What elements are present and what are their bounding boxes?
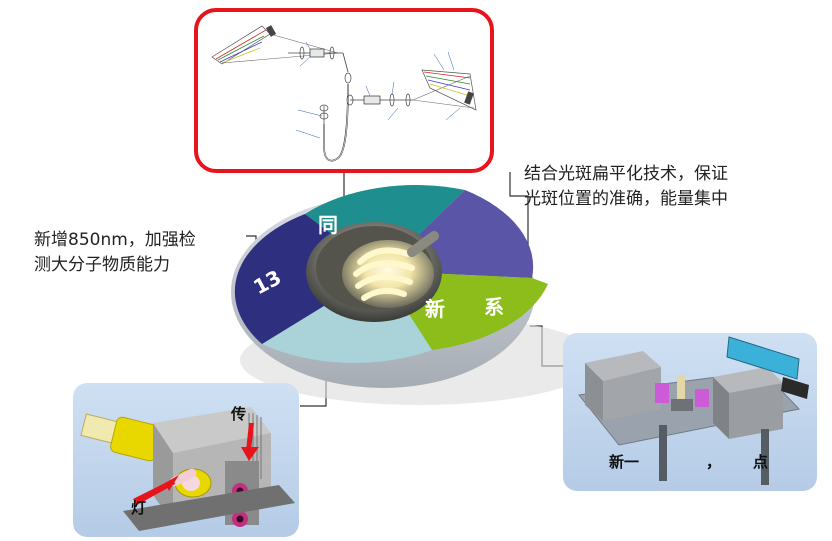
upper-relay-optics [288,46,352,84]
callout-left-line2: 测大分子物质能力 [34,255,170,275]
source-lens [319,104,329,124]
module-panel-label-left: 新一 [609,453,640,471]
diagram-annotations [295,41,461,139]
lower-grating-fan [412,69,477,111]
optical-path-diagram-frame [194,8,494,173]
optical-module-panel: 新一 ， 点 [563,333,817,491]
callout-left-line1: 新增850nm，加强检 [34,230,196,250]
lamp-panel-label-top: 传 [231,405,247,423]
lamp-module-illustration [80,407,295,531]
callout-left: 新增850nm，加强检 测大分子物质能力 [34,228,196,278]
module-panel-label-mid: ， [706,453,722,471]
callout-top-right-line2: 光斑位置的准确，能量集中 [524,189,728,209]
segment-label-tong: 同 [318,213,338,237]
lamp-panel-label-bottom: 灯 [131,499,147,517]
red-arrow-icons [133,423,259,505]
segment-label-xin: 新 [425,297,445,321]
lamp-bulb-icon [342,231,439,308]
optical-module-illustration [578,336,809,485]
callout-top-right-line1: 结合光斑扁平化技术，保证 [524,164,728,184]
lamp-module-panel: 传 灯 [73,383,299,537]
segment-label-xi: 系 [484,295,504,319]
optical-path-diagram [211,25,477,162]
module-panel-label-right: 点 [753,453,769,471]
callout-top-right: 结合光斑扁平化技术，保证 光斑位置的准确，能量集中 [524,162,728,212]
